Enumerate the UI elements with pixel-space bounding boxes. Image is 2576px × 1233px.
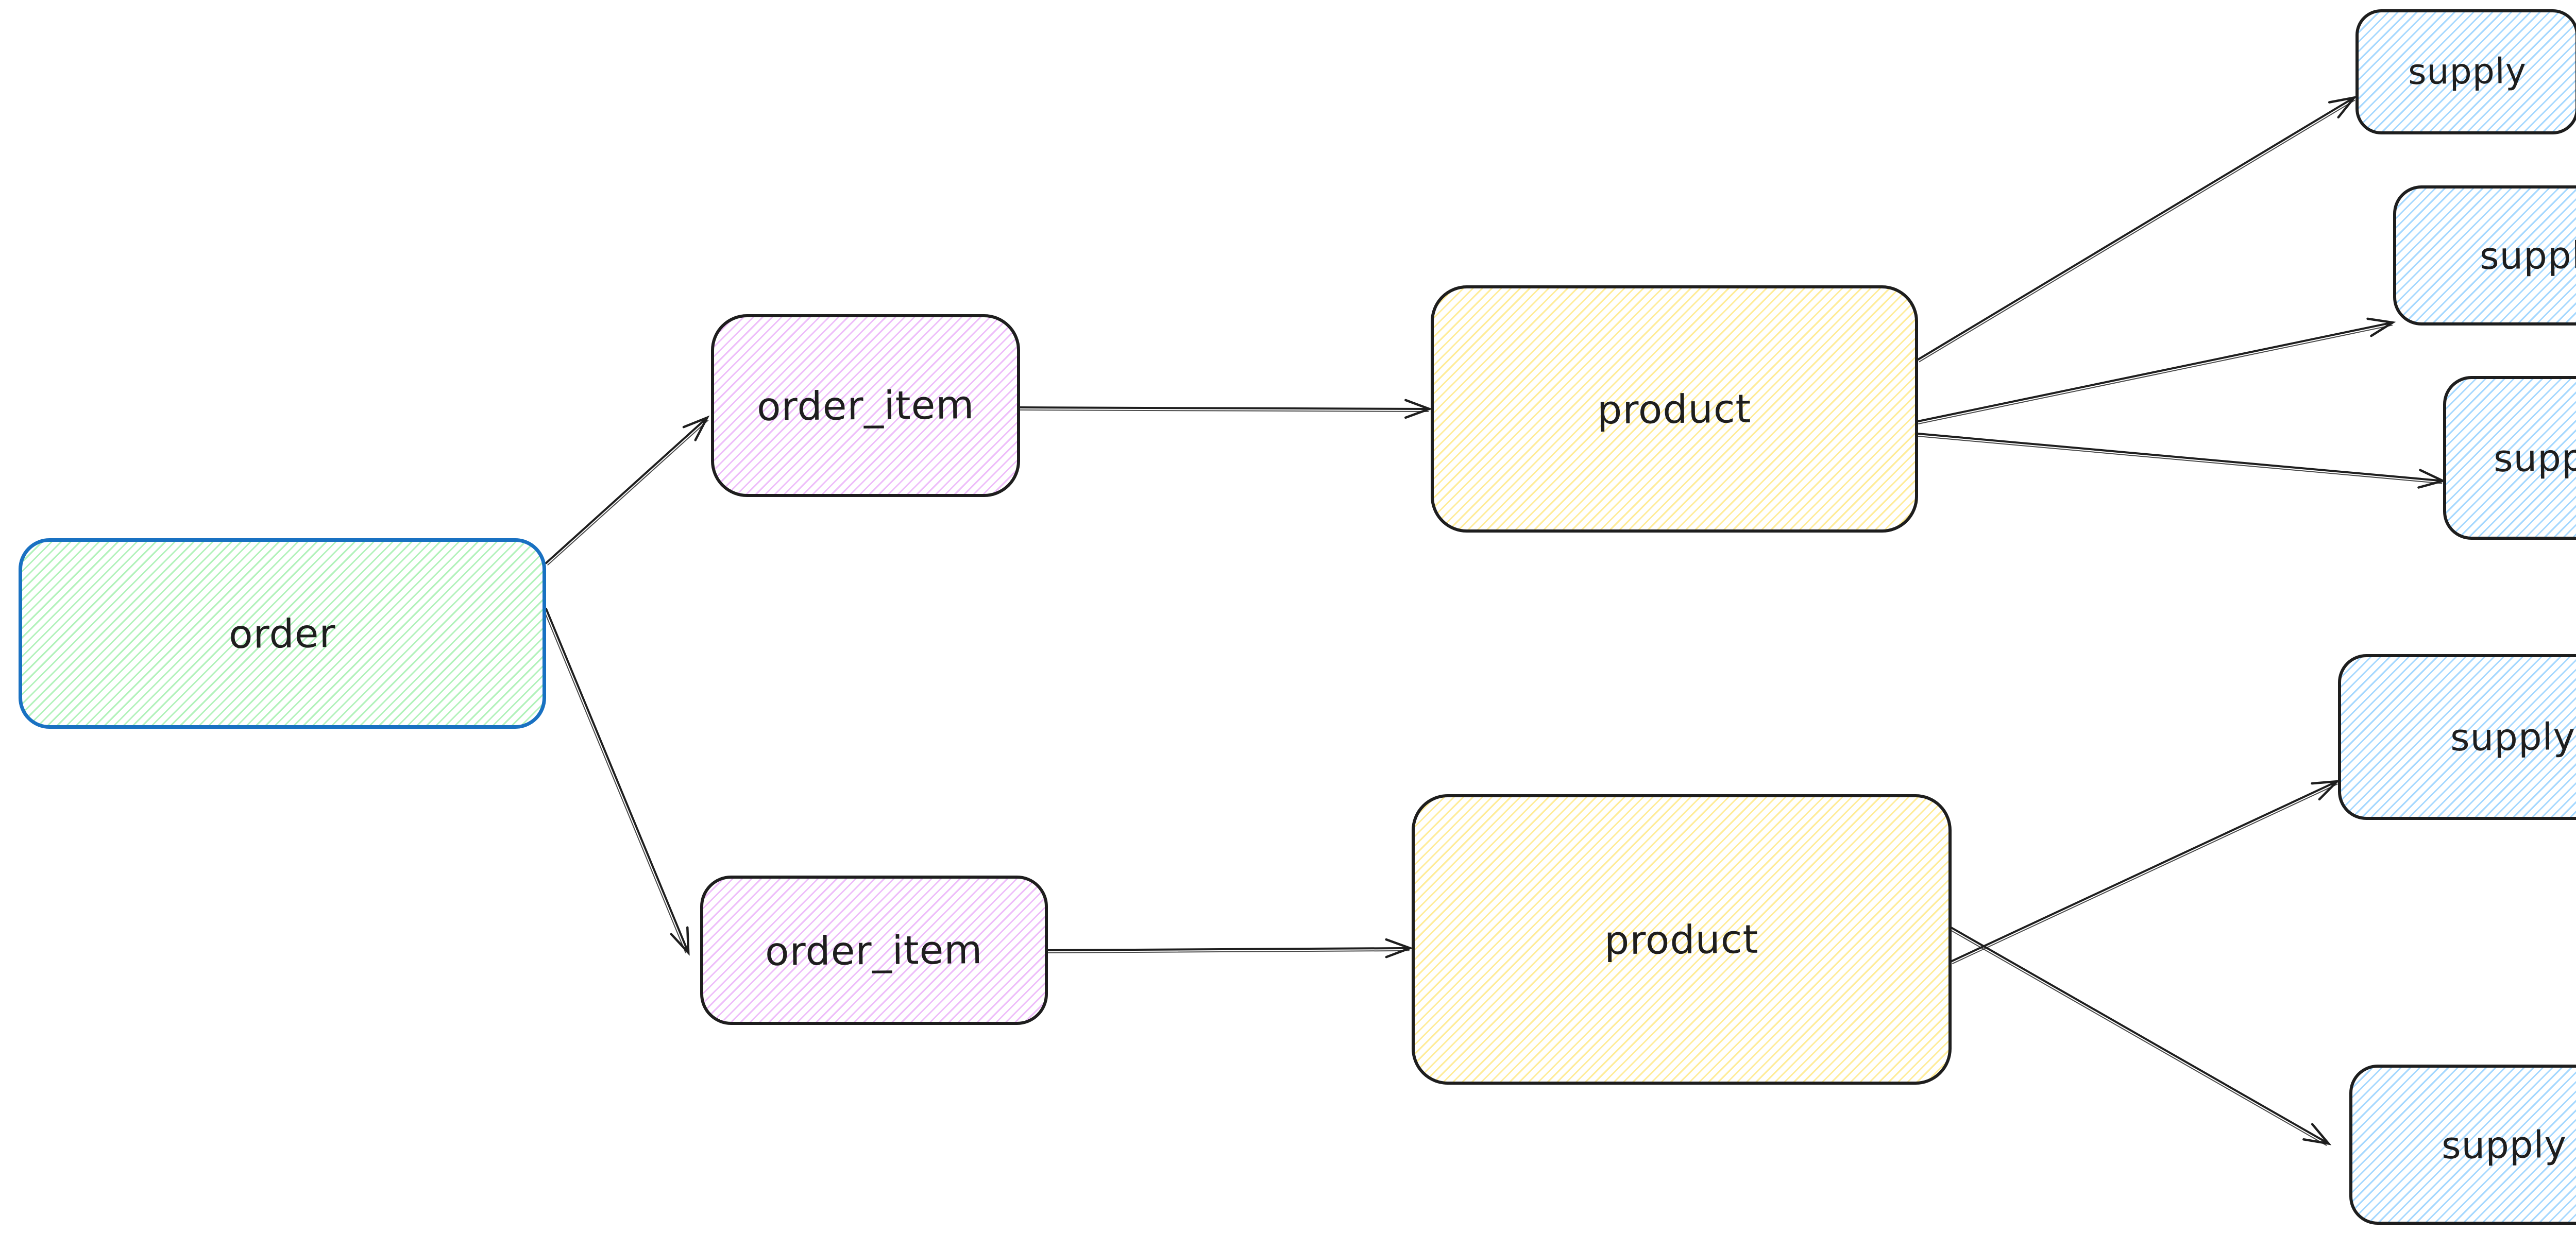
- node-supply-label: supply: [2441, 1122, 2567, 1167]
- node-product-label: product: [1597, 385, 1752, 433]
- edge-product_1-to-supply_1[interactable]: [1917, 96, 2357, 361]
- edge-order_item_1-to-product_1[interactable]: [1019, 399, 1433, 419]
- edge-product_1-to-supply_3[interactable]: [1917, 435, 2443, 484]
- node-supply-3[interactable]: supply: [2443, 376, 2576, 540]
- node-supply-label: supply: [2408, 50, 2527, 93]
- edge-order_item_2-to-product_2[interactable]: [1047, 950, 1410, 953]
- node-supply-5[interactable]: supply: [2349, 1065, 2576, 1225]
- edge-order_item_1-to-product_1[interactable]: [1019, 409, 1429, 412]
- edge-order_item_2-to-product_2[interactable]: [1047, 938, 1414, 958]
- edge-product_1-to-supply_1[interactable]: [1919, 99, 2355, 363]
- node-order[interactable]: order: [19, 538, 546, 729]
- edge-product_2-to-supply_5[interactable]: [1950, 929, 2327, 1146]
- edge-product_1-to-supply_2[interactable]: [1917, 317, 2396, 422]
- edge-order-to-order_item_1[interactable]: [547, 420, 709, 566]
- node-order-item-label: order_item: [756, 382, 975, 430]
- node-order-item-top[interactable]: order_item: [711, 314, 1020, 497]
- node-supply-label: supply: [2450, 714, 2576, 760]
- node-order-item-bottom[interactable]: order_item: [700, 876, 1048, 1025]
- edge-order-to-order_item_2[interactable]: [545, 607, 690, 956]
- node-supply-1[interactable]: supply: [2355, 9, 2576, 134]
- node-supply-4[interactable]: supply: [2338, 654, 2576, 820]
- edge-product_2-to-supply_4[interactable]: [1951, 780, 2341, 963]
- node-product-bottom[interactable]: product: [1412, 794, 1952, 1085]
- node-product-label: product: [1604, 916, 1759, 963]
- node-order-item-label: order_item: [765, 926, 984, 974]
- edge-product_2-to-supply_4[interactable]: [1952, 783, 2338, 964]
- edge-product_1-to-supply_2[interactable]: [1918, 324, 2393, 424]
- node-supply-2[interactable]: supply: [2393, 185, 2576, 326]
- edge-order-to-order_item_1[interactable]: [545, 415, 710, 564]
- edge-product_2-to-supply_5[interactable]: [1951, 927, 2332, 1145]
- edge-order-to-order_item_2[interactable]: [543, 609, 686, 953]
- node-supply-label: supply: [2494, 435, 2576, 481]
- edge-product_1-to-supply_3[interactable]: [1917, 433, 2447, 489]
- node-supply-label: supply: [2479, 233, 2576, 278]
- node-product-top[interactable]: product: [1431, 285, 1918, 533]
- node-order-label: order: [228, 610, 336, 657]
